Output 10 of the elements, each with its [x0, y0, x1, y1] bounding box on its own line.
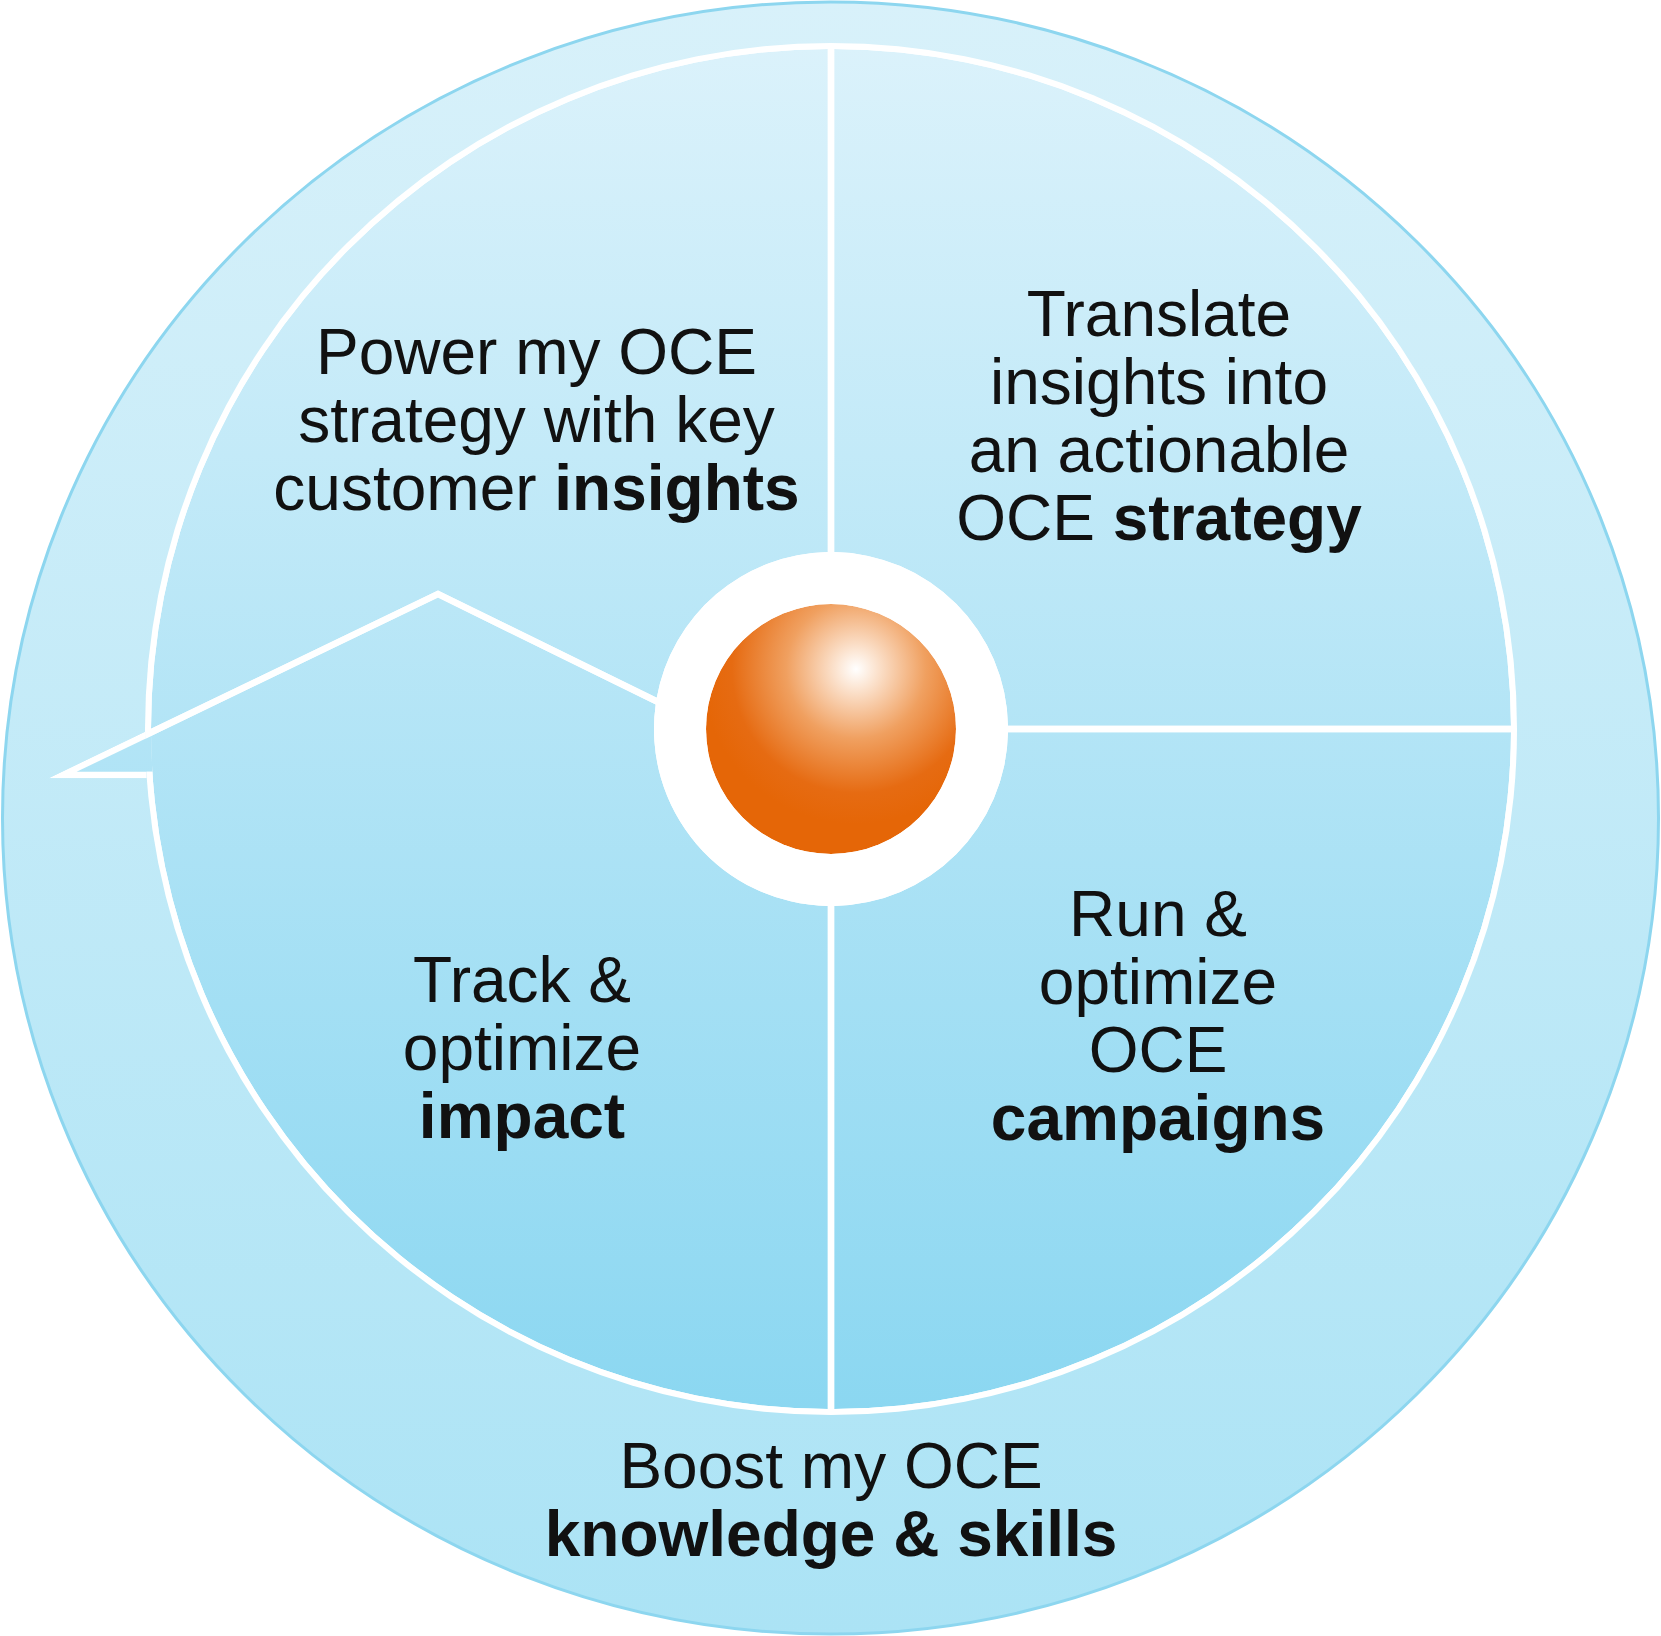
- segment-label: Power my OCE strategy with key customer insights: [272, 318, 801, 522]
- segment-label: Translate insights into an actionable OCE strategy: [955, 280, 1363, 552]
- quadrant-segment: [151, 49, 828, 729]
- center-sphere: [706, 604, 956, 854]
- quadrant-segment: [834, 732, 1511, 1409]
- ring-label: Boost my OCE knowledge & skills: [543, 1432, 1119, 1568]
- segment-label: Track & optimize impact: [401, 946, 643, 1150]
- segment-label: Run & optimize OCE campaigns: [989, 880, 1327, 1152]
- quadrant-segment: [834, 49, 1511, 726]
- quadrant-segment: [48, 597, 828, 1409]
